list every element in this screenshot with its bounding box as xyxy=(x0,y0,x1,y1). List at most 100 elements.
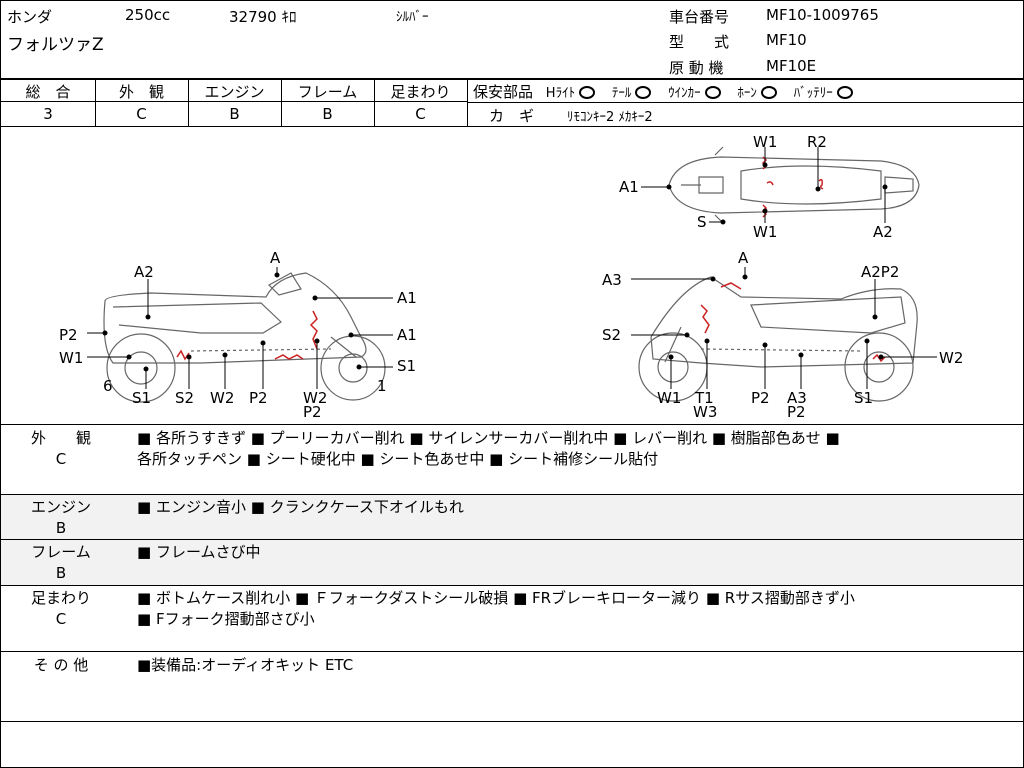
key-label: カ ギ xyxy=(489,107,535,125)
diagram-label: S xyxy=(697,213,707,231)
chassis-label: 車台番号 xyxy=(669,8,730,26)
diagram-label: P2 xyxy=(787,403,806,421)
rating-engine-value: B xyxy=(229,105,240,123)
safety-item-tail: ﾃｰﾙ xyxy=(611,86,632,101)
rating-suspension-value: C xyxy=(415,105,426,123)
section-grade: B xyxy=(55,564,67,582)
divider xyxy=(1,101,467,102)
rating-engine-label: エンジン xyxy=(204,83,265,101)
note-line: ■ ボトムケース削れ小 ■ Ｆフォークダストシール破損 ■ FRブレーキローター… xyxy=(137,589,855,607)
section-grade: B xyxy=(55,519,67,537)
engine-cc: 250cc xyxy=(125,6,171,24)
safety-parts-label: 保安部品 xyxy=(473,83,534,101)
diagram-label: A xyxy=(738,249,749,267)
diagram-label: A1 xyxy=(397,289,417,307)
section-engine-label: エンジン B xyxy=(1,497,121,539)
note-line: ■ フレームさび中 xyxy=(137,543,261,561)
key-value: ﾘﾓｺﾝｷｰ2 ﾒｶｷｰ2 xyxy=(567,110,653,125)
rating-frame-value: B xyxy=(322,105,333,123)
section-suspension-notes: ■ ボトムケース削れ小 ■ Ｆフォークダストシール破損 ■ FRブレーキローター… xyxy=(137,588,855,630)
section-engine-notes: ■ エンジン音小 ■ クランクケース下オイルもれ xyxy=(137,497,464,518)
diagram-label: A3 xyxy=(602,271,622,289)
section-exterior-notes: ■ 各所うすきず ■ プーリーカバー削れ ■ サイレンサーカバー削れ中 ■ レバ… xyxy=(137,428,840,470)
diagram-label: A3 xyxy=(787,389,807,407)
ok-circle-icon xyxy=(836,86,853,99)
diagram-label: W1 xyxy=(59,349,83,367)
diagram-label: S1 xyxy=(132,389,151,407)
note-line: ■装備品:オーディオキット ETC xyxy=(137,656,354,674)
section-frame-notes: ■ フレームさび中 xyxy=(137,542,261,563)
diagram-label: W1 xyxy=(753,223,777,241)
section-grade: C xyxy=(55,610,67,628)
section-grade: C xyxy=(55,450,67,468)
note-line: ■ エンジン音小 ■ クランクケース下オイルもれ xyxy=(137,498,464,516)
section-title: 外 観 xyxy=(30,429,91,447)
diagram-label: W3 xyxy=(693,403,717,421)
divider xyxy=(188,78,189,126)
diagram-label: P2 xyxy=(751,389,770,407)
section-frame-label: フレーム B xyxy=(1,542,121,584)
diagram-label: A2 xyxy=(873,223,893,241)
diagram-label: W1 xyxy=(657,389,681,407)
rating-exterior-label: 外 観 xyxy=(118,83,164,101)
diagram-label: W2 xyxy=(939,349,963,367)
diagram-label: W2 xyxy=(303,389,327,407)
divider xyxy=(1,126,1023,127)
rating-frame-label: フレーム xyxy=(297,83,358,101)
ok-circle-icon xyxy=(760,86,777,99)
body-color: ｼﾙﾊﾞｰ xyxy=(396,10,429,25)
section-suspension-label: 足まわり C xyxy=(1,588,121,630)
section-exterior-label: 外 観 C xyxy=(1,428,121,470)
note-line: ■ 各所うすきず ■ プーリーカバー削れ ■ サイレンサーカバー削れ中 ■ レバ… xyxy=(137,429,840,447)
divider xyxy=(1,721,1023,722)
divider xyxy=(1,424,1023,425)
diagram-label: 6 xyxy=(103,377,113,395)
note-line: 各所タッチペン ■ シート硬化中 ■ シート色あせ中 ■ シート補修シール貼付 xyxy=(137,450,659,468)
safety-item-battery: ﾊﾞｯﾃﾘｰ xyxy=(793,86,833,101)
diagram-label: R2 xyxy=(807,133,827,151)
divider xyxy=(467,78,468,126)
safety-item-headlight: Hﾗｲﾄ xyxy=(545,86,576,101)
rating-exterior-value: C xyxy=(136,105,147,123)
diagram-label: S2 xyxy=(175,389,194,407)
engine-model-value: MF10E xyxy=(766,57,817,75)
rating-overall-value: 3 xyxy=(43,105,53,123)
mileage: 32790 ｷﾛ xyxy=(229,8,297,26)
section-title: 足まわり xyxy=(30,589,91,607)
diagram-label: W1 xyxy=(753,133,777,151)
rating-overall-label: 総 合 xyxy=(25,83,71,101)
diagram-label: P2 xyxy=(303,403,322,421)
safety-item-winker: ｳｲﾝｶｰ xyxy=(668,86,701,101)
section-title: エンジン xyxy=(30,498,91,516)
maker: ホンダ xyxy=(7,8,53,26)
diagram-label: A2P2 xyxy=(861,263,899,281)
safety-parts-row: 保安部品 Hﾗｲﾄ ﾃｰﾙ ｳｲﾝｶｰ ﾎｰﾝ ﾊﾞｯﾃﾘｰ xyxy=(473,81,857,102)
divider xyxy=(281,78,282,126)
type-value: MF10 xyxy=(766,31,807,49)
diagram-label: S1 xyxy=(854,389,873,407)
ok-circle-icon xyxy=(579,86,596,99)
model-name: フォルツァZ xyxy=(7,35,104,55)
section-other-label: そ の 他 xyxy=(1,655,121,676)
divider xyxy=(467,102,1023,103)
section-title: そ の 他 xyxy=(33,656,89,674)
divider xyxy=(1,585,1023,586)
diagram-label: S2 xyxy=(602,326,621,344)
divider xyxy=(1,539,1023,540)
divider xyxy=(374,78,375,126)
engine-model-label: 原 動 機 xyxy=(669,59,724,77)
type-label: 型 式 xyxy=(669,33,730,51)
note-line: ■ Fフォーク摺動部さび小 xyxy=(137,610,315,628)
section-other-notes: ■装備品:オーディオキット ETC xyxy=(137,655,353,676)
section-title: フレーム xyxy=(31,543,91,561)
diagram-label: A2 xyxy=(134,263,154,281)
diagram-label: P2 xyxy=(59,326,78,344)
divider xyxy=(95,78,96,126)
ok-circle-icon xyxy=(704,86,721,99)
safety-item-horn: ﾎｰﾝ xyxy=(737,86,757,101)
diagram-label: W2 xyxy=(210,389,234,407)
diagram-label: T1 xyxy=(694,389,714,407)
bike-diagram: W1 R2 A1 S W1 A2 A A2 A1 P2 A1 W1 S1 6 1… xyxy=(59,133,963,421)
section-shade xyxy=(1,494,1023,586)
